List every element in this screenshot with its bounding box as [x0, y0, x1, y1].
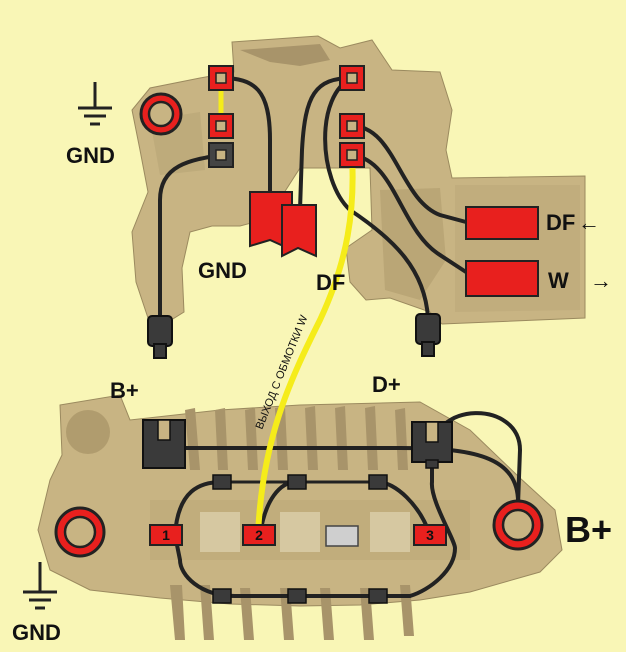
- df-connector: [465, 206, 539, 240]
- terminal-3: 3: [413, 524, 447, 546]
- terminal-low-right: [339, 142, 365, 168]
- terminal-mid-left: [208, 113, 234, 139]
- arrow-right-icon: →: [590, 268, 612, 293]
- terminal-mid-right: [339, 113, 365, 139]
- diode-tab-3: [368, 474, 388, 490]
- diode-tab-5: [287, 588, 307, 604]
- label-gnd-mid: GND: [198, 258, 247, 283]
- svg-text:2: 2: [255, 527, 263, 543]
- label-bplus-big: B+: [565, 509, 612, 550]
- terminal-bottom-left: [208, 142, 234, 168]
- label-df-mid: DF: [316, 270, 345, 295]
- wires: [158, 75, 523, 598]
- wire-yellow-w-output: [255, 152, 356, 538]
- diode-tab-1: [212, 474, 232, 490]
- label-gnd-bottom: GND: [12, 620, 61, 645]
- lug-left: [147, 315, 173, 359]
- dplus-connector: [411, 421, 453, 469]
- ground-icon-bottom: [23, 562, 57, 610]
- bplus-connector: [142, 419, 186, 469]
- label-df-right: DF: [546, 210, 575, 235]
- svg-text:3: 3: [426, 527, 434, 543]
- svg-text:1: 1: [162, 527, 170, 543]
- terminal-top-right: [339, 65, 365, 91]
- w-connector: [465, 260, 539, 297]
- lug-right: [415, 313, 441, 357]
- label-dplus: D+: [372, 372, 401, 397]
- label-gnd-top: GND: [66, 143, 115, 168]
- diode-tab-6: [368, 588, 388, 604]
- brush-holder: [249, 191, 317, 258]
- wire-diode-bus: [173, 458, 458, 598]
- label-w-right: W: [548, 268, 569, 293]
- wire-to-w: [350, 153, 468, 274]
- wire-to-df: [350, 124, 468, 224]
- center-terminal: [325, 525, 359, 547]
- arrow-left-icon: ←: [578, 210, 600, 235]
- diode-tab-4: [212, 588, 232, 604]
- ring-terminal-icon: [139, 92, 183, 136]
- ground-icon: [78, 82, 112, 126]
- ring-terminal-right: [492, 499, 544, 551]
- upper-terminals: [208, 65, 365, 168]
- terminal-top-left: [208, 65, 234, 91]
- terminal-1: 1: [149, 524, 183, 546]
- diode-tab-2: [287, 474, 307, 490]
- ring-terminal-left: [54, 506, 106, 558]
- terminal-2: 2: [242, 524, 276, 546]
- label-bplus-top: B+: [110, 378, 139, 403]
